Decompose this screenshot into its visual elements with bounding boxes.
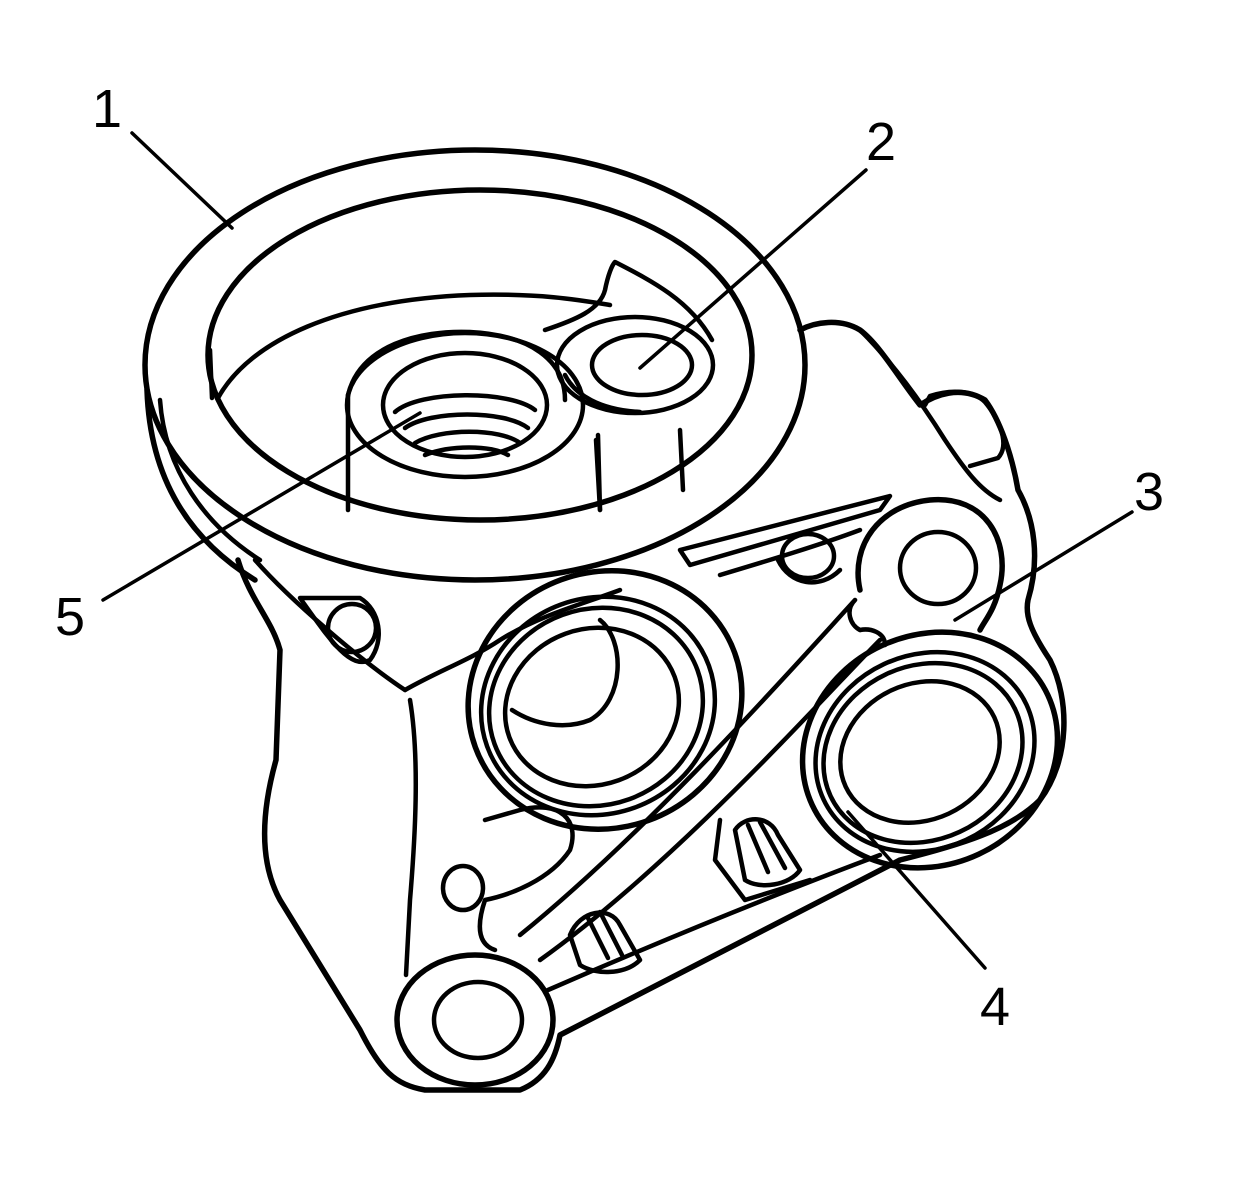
outlet-boss-lower: [562, 372, 643, 415]
left-boss-pocket: [297, 595, 381, 665]
right-upper-mount: [855, 496, 1005, 633]
left-port-bore: [502, 625, 682, 789]
right-port-seal-inner: [821, 660, 1025, 846]
rib-edge-lower: [537, 637, 883, 963]
upper-mount-boss: [855, 496, 1005, 633]
lower-left-boss: [440, 863, 486, 913]
bore-boss-rim: [344, 330, 586, 480]
outlet-boss-tab: [542, 259, 715, 343]
callout-5-label: 5: [55, 587, 85, 647]
upper-mount-hole: [897, 529, 979, 607]
left-port-seal-inner: [486, 605, 706, 809]
lower-cylinder-right-lines: [745, 819, 788, 875]
left-port-seal-outer: [478, 594, 718, 818]
housing-body: [235, 319, 1067, 1093]
left-port: [465, 568, 745, 832]
right-side-edge: [857, 327, 1003, 503]
callout-labels: 1 2 3 4 5: [55, 79, 1164, 1037]
center-threaded-bore: [344, 329, 686, 513]
lower-features: [394, 805, 883, 1088]
diagonal-rib: [517, 597, 888, 963]
side-face-notch: [717, 527, 863, 578]
rib-cap: [857, 627, 888, 648]
bottom-mount-hole: [431, 979, 525, 1061]
callout-2-label: 2: [866, 112, 896, 172]
right-port-outer-flange: [799, 629, 1061, 871]
outlet-bore: [589, 332, 695, 398]
bore-thread-ring-1: [380, 350, 550, 460]
cavity-wall-left: [207, 347, 215, 401]
leader-4: [846, 810, 987, 970]
flange-rim-thickness: [144, 387, 258, 583]
lower-cylinder-right: [732, 817, 803, 888]
cavity-rib-left: [595, 432, 603, 513]
callout-1-label: 1: [92, 79, 122, 139]
right-port-bore: [838, 679, 1002, 825]
upper-side-boss: [779, 531, 837, 581]
top-flange: [142, 147, 808, 583]
outlet-boss-rim: [554, 314, 716, 416]
callout-3-label: 3: [1134, 462, 1164, 522]
bore-thread-4: [412, 429, 523, 446]
flange-outer-rim: [142, 147, 808, 583]
right-top-lug: [922, 389, 1006, 469]
lower-recess-line: [712, 817, 813, 903]
cavity-rib-right: [677, 427, 686, 493]
bore-thread-5: [422, 445, 511, 458]
rib-edge-upper: [517, 597, 863, 938]
left-port-inner-shadow: [509, 617, 620, 728]
leader-2: [638, 168, 868, 370]
leader-5: [101, 411, 422, 602]
right-port-seal-outer: [813, 649, 1037, 855]
right-lower-port: [799, 629, 1061, 871]
bore-boss-outer: [345, 329, 568, 403]
cavity-floor-edge: [215, 292, 613, 401]
left-skirt-line: [403, 697, 419, 978]
base-edge: [545, 852, 883, 993]
leader-3: [953, 510, 1134, 622]
flange-rim-inner-thickness: [157, 397, 263, 563]
bore-thread-2: [392, 393, 538, 415]
leader-lines: [101, 131, 1134, 970]
callout-4-label: 4: [980, 977, 1010, 1037]
lower-left-pocket: [477, 805, 575, 953]
bottom-mount-boss: [394, 952, 556, 1088]
bore-thread-3: [402, 412, 531, 431]
left-boss: [325, 601, 379, 655]
side-face-ledge: [402, 587, 623, 693]
upper-side-boss-shadow: [775, 557, 843, 585]
lower-cylinder-lines: [585, 909, 625, 961]
outlet-passage: [542, 259, 716, 416]
leader-1: [130, 131, 234, 230]
